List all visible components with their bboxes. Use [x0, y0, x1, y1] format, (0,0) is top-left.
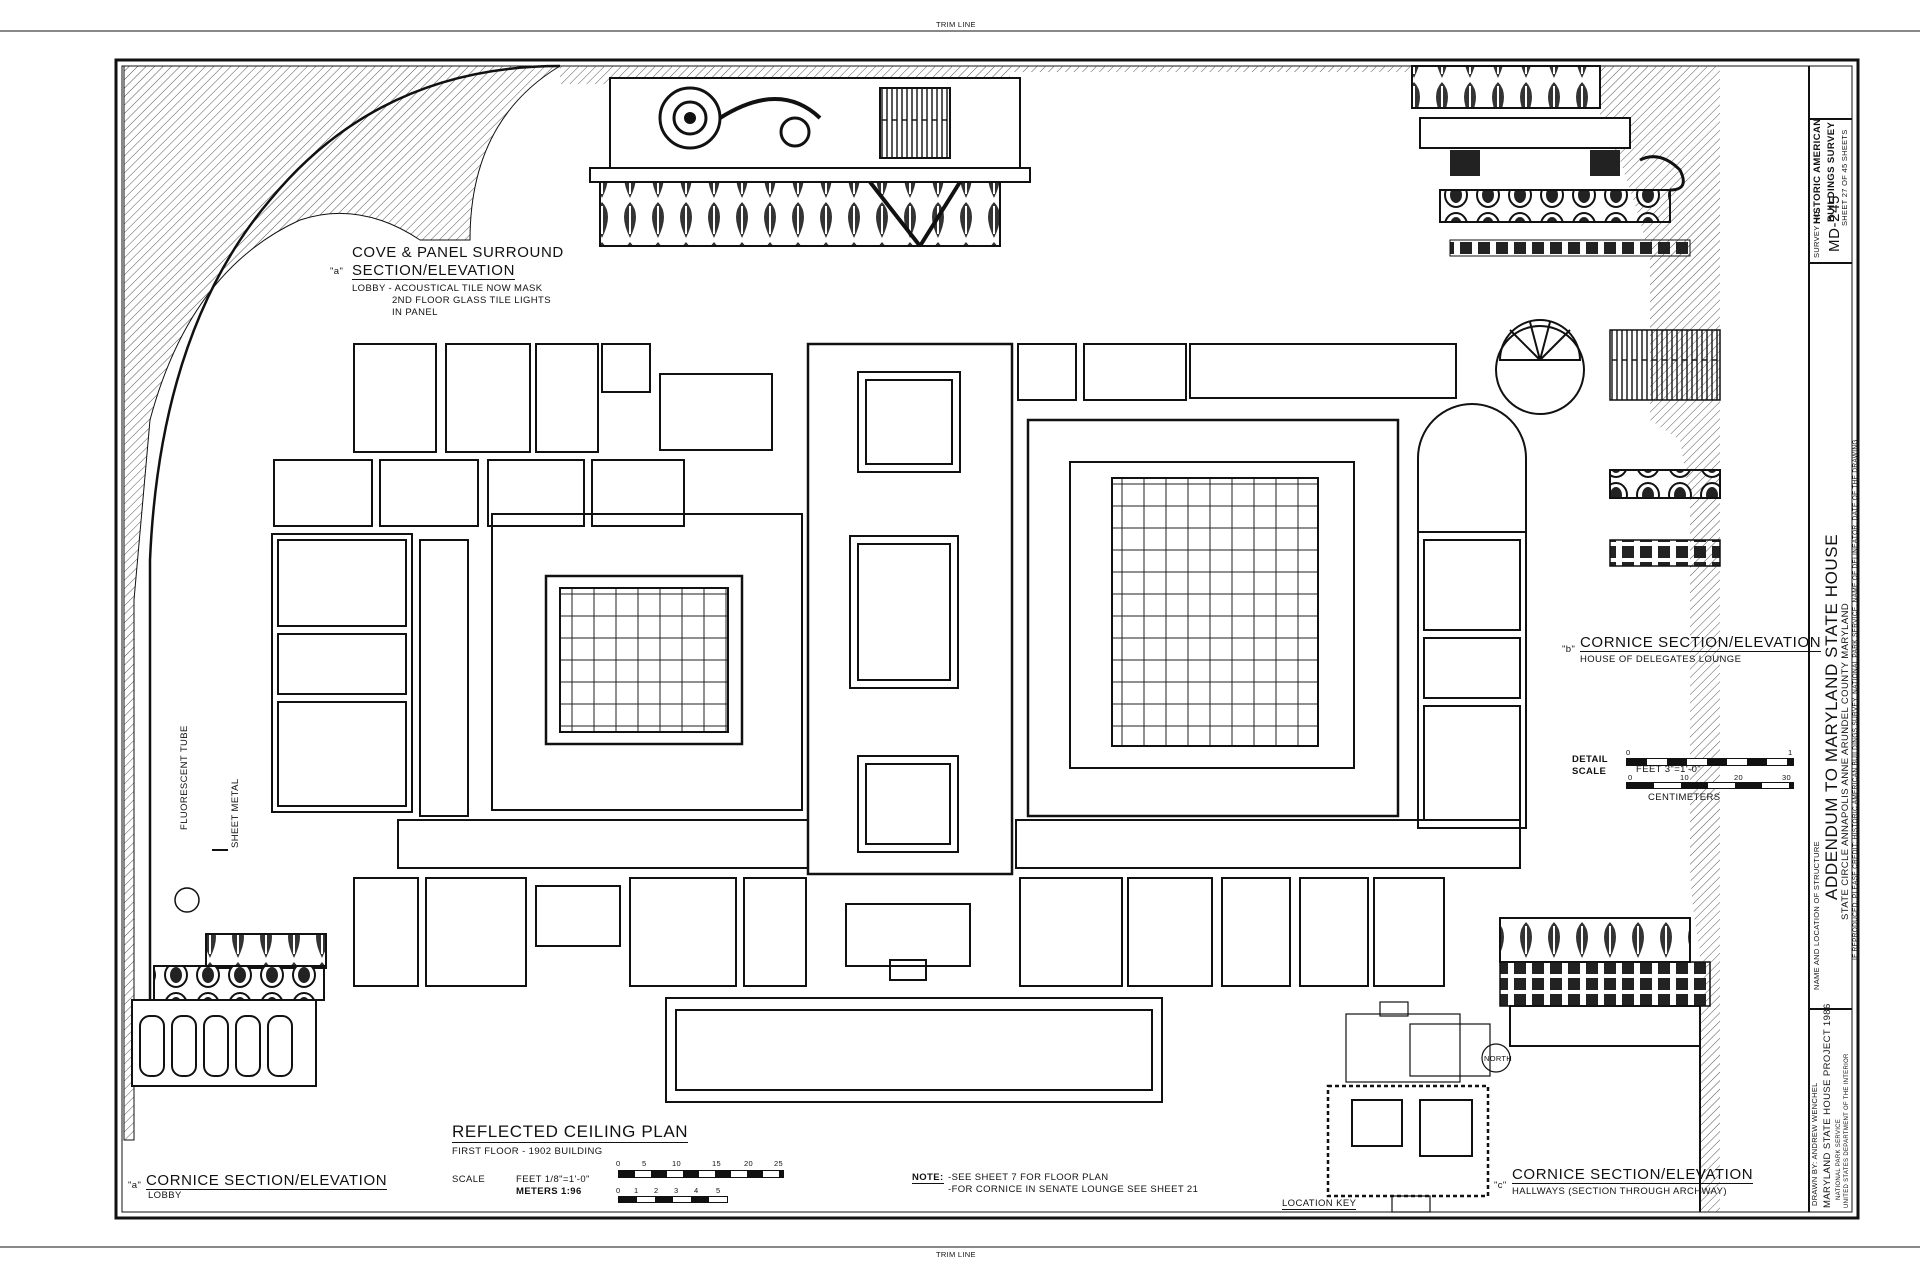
- north-label: NORTH: [1484, 1054, 1513, 1063]
- note-1: -SEE SHEET 7 FOR FLOOR PLAN: [948, 1172, 1109, 1183]
- plan-subtitle: FIRST FLOOR - 1902 BUILDING: [452, 1146, 603, 1157]
- trim-line-top: TRIM LINE: [936, 20, 976, 29]
- detail-a-top-title1: COVE & PANEL SURROUND: [352, 244, 564, 261]
- tb-agency-2: UNITED STATES DEPARTMENT OF THE INTERIOR: [1844, 1053, 1850, 1208]
- detail-scale-cm-10: 10: [1680, 773, 1689, 782]
- tb-project: MARYLAND STATE HOUSE PROJECT 1986: [1822, 1003, 1833, 1208]
- location-key-label: LOCATION KEY: [1282, 1198, 1357, 1210]
- detail-b-title: CORNICE SECTION/ELEVATION: [1580, 634, 1822, 652]
- detail-a-top-title2: SECTION/ELEVATION: [352, 262, 516, 280]
- detail-a-lobby-sub: LOBBY: [148, 1190, 182, 1201]
- fluorescent-tube-label: FLUORESCENT TUBE: [179, 725, 190, 830]
- cove-hatch: [123, 65, 562, 1141]
- title-block-strip: [1808, 66, 1854, 1212]
- trim-line-bottom: TRIM LINE: [936, 1250, 976, 1259]
- detail-scale-centimeters: CENTIMETERS: [1648, 792, 1721, 803]
- detail-scale-label1: DETAIL: [1572, 754, 1608, 765]
- note-2: -FOR CORNICE IN SENATE LOUNGE SEE SHEET …: [948, 1184, 1199, 1195]
- plan-m-tick-5: 5: [716, 1186, 721, 1195]
- trim-lines: [0, 30, 1920, 1248]
- cornice-detail-a-top: [589, 77, 1031, 248]
- cornice-detail-b: [1411, 65, 1721, 567]
- detail-a-top-note2: 2ND FLOOR GLASS TILE LIGHTS: [392, 295, 551, 306]
- detail-scale-bar-cm: [1626, 782, 1794, 789]
- detail-a-top-note1: LOBBY - ACOUSTICAL TILE NOW MASK: [352, 283, 543, 294]
- plan-m-tick-1: 1: [634, 1186, 639, 1195]
- plan-m-tick-2: 2: [654, 1186, 659, 1195]
- tb-main-title: ADDENDUM TO MARYLAND STATE HOUSE: [1822, 533, 1841, 900]
- plan-feet-tick-10: 10: [672, 1159, 681, 1168]
- detail-a-lobby-title: CORNICE SECTION/ELEVATION: [146, 1172, 388, 1190]
- detail-scale-cm-0: 0: [1628, 773, 1633, 782]
- tb-sheet-count: SHEET 27 OF 45 SHEETS: [1840, 129, 1849, 226]
- detail-scale-cm-30: 30: [1782, 773, 1791, 782]
- tb-habs-1: HISTORIC AMERICAN: [1812, 118, 1823, 225]
- cornice-detail-c: [1499, 917, 1711, 1212]
- plan-scale-meters: METERS 1:96: [516, 1186, 582, 1197]
- plan-m-tick-4: 4: [694, 1186, 699, 1195]
- plan-feet-tick-15: 15: [712, 1159, 721, 1168]
- tb-drawn-by: DRAWN BY: ANDREW WENCHEL: [1810, 1082, 1819, 1206]
- detail-c-sub: HALLWAYS (SECTION THROUGH ARCHWAY): [1512, 1186, 1727, 1197]
- detail-c-letter: "c": [1494, 1180, 1507, 1191]
- title-block-divider-1: [1808, 1008, 1852, 1010]
- sheet-border: [114, 58, 1860, 1220]
- location-key-sketch: [1326, 1001, 1511, 1213]
- tb-habs-2: BUILDINGS SURVEY: [1826, 121, 1837, 222]
- plan-m-tick-3: 3: [674, 1186, 679, 1195]
- tb-name-location-label: NAME AND LOCATION OF STRUCTURE: [1812, 841, 1821, 990]
- detail-b-sub: HOUSE OF DELEGATES LOUNGE: [1580, 654, 1742, 665]
- plan-scale-bar-feet: [618, 1170, 784, 1178]
- plan-feet-tick-25: 25: [774, 1159, 783, 1168]
- detail-scale-label2: SCALE: [1572, 766, 1607, 777]
- detail-a-lobby-letter: "a": [128, 1180, 142, 1191]
- detail-b-letter: "b": [1562, 644, 1576, 655]
- ceiling-plan: [271, 342, 1527, 1103]
- plan-feet-tick-5: 5: [642, 1159, 647, 1168]
- plan-title: REFLECTED CEILING PLAN: [452, 1122, 689, 1143]
- plan-scale-label: SCALE: [452, 1174, 486, 1185]
- detail-scale-ft-1: 1: [1788, 748, 1793, 757]
- detail-scale-feet: FEET 3"=1'-0": [1636, 764, 1702, 775]
- detail-a-top-letter: "a": [330, 266, 344, 277]
- cornice-detail-a-lobby: [131, 849, 327, 1087]
- plan-scale-feet: FEET 1/8"=1'-0": [516, 1174, 590, 1185]
- detail-scale-ft-0: 0: [1626, 748, 1631, 757]
- detail-scale-cm-20: 20: [1734, 773, 1743, 782]
- detail-c-title: CORNICE SECTION/ELEVATION: [1512, 1166, 1754, 1184]
- sheet-metal-label: SHEET METAL: [230, 778, 241, 848]
- plan-feet-tick-20: 20: [744, 1159, 753, 1168]
- tb-location-line: STATE CIRCLE ANNAPOLIS ANNE ARUNDEL COUN…: [1840, 602, 1851, 920]
- title-block-divider-2: [1808, 262, 1852, 264]
- plan-m-tick-0: 0: [616, 1186, 621, 1195]
- title-block-divider-3: [1808, 118, 1852, 120]
- detail-a-top-note3: IN PANEL: [392, 307, 438, 318]
- note-label: NOTE:: [912, 1172, 944, 1184]
- tb-agency-1: NATIONAL PARK SERVICE: [1836, 1118, 1842, 1200]
- detail-scale-bar-feet: [1626, 758, 1794, 766]
- tb-credit-line: IF REPRODUCED, PLEASE CREDIT: HISTORIC A…: [1852, 439, 1859, 960]
- plan-scale-bar-meters: [618, 1196, 728, 1203]
- plan-feet-tick-0: 0: [616, 1159, 621, 1168]
